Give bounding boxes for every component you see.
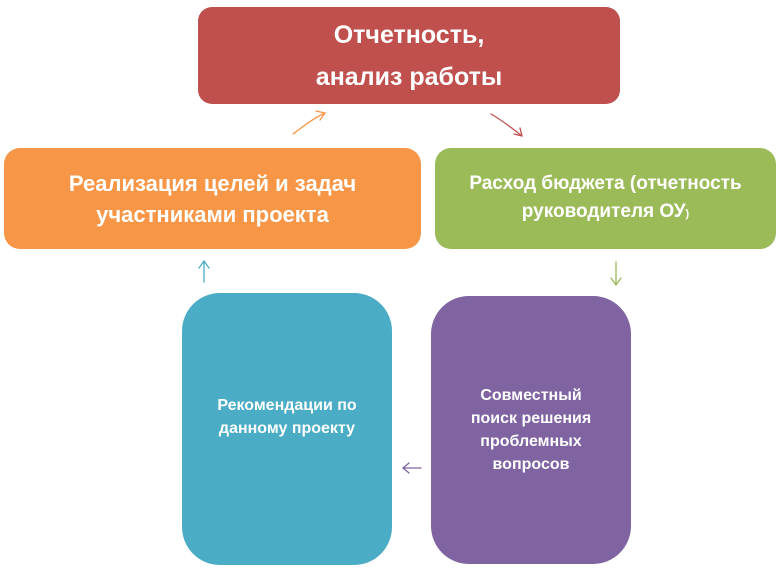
node-budget-line-1: Расход бюджета (отчетность: [469, 172, 742, 194]
node-recommendations-line-2: данному проекту: [218, 420, 356, 437]
node-joint-line-4: вопросов: [492, 456, 570, 473]
node-goals-line-2: участниками проекта: [96, 201, 329, 227]
arrow-left-to-top: [292, 110, 326, 135]
node-reporting-analysis: Отчетность, анализ работы: [198, 7, 620, 104]
node-budget-paren: ): [685, 207, 690, 220]
node-reporting-line-2: анализ работы: [315, 62, 503, 91]
node-goals-implementation: Реализация целей и задач участниками про…: [4, 148, 421, 249]
arrow-top-to-right: [490, 113, 523, 137]
node-reporting-line-1: Отчетность,: [333, 20, 485, 49]
node-budget-expense: Расход бюджета (отчетность руководителя …: [435, 148, 776, 249]
node-recommendations-line-1: Рекомендации по: [217, 397, 357, 414]
node-joint-solution: Совместный поиск решения проблемных вопр…: [431, 296, 631, 564]
node-budget-line-2-wrap: руководителя ОУ): [522, 198, 689, 228]
node-joint-line-1: Совместный: [480, 387, 582, 404]
arrow-bottom-left-to-left: [198, 260, 210, 283]
node-budget-line-2: руководителя ОУ: [521, 200, 686, 222]
arrow-bottom-right-to-left: [402, 462, 422, 474]
node-goals-line-1: Реализация целей и задач: [68, 170, 357, 196]
node-joint-line-3: проблемных: [480, 433, 582, 450]
node-joint-line-2: поиск решения: [470, 410, 592, 427]
node-recommendations: Рекомендации по данному проекту: [182, 293, 392, 565]
arrow-right-to-bottom: [610, 261, 622, 286]
